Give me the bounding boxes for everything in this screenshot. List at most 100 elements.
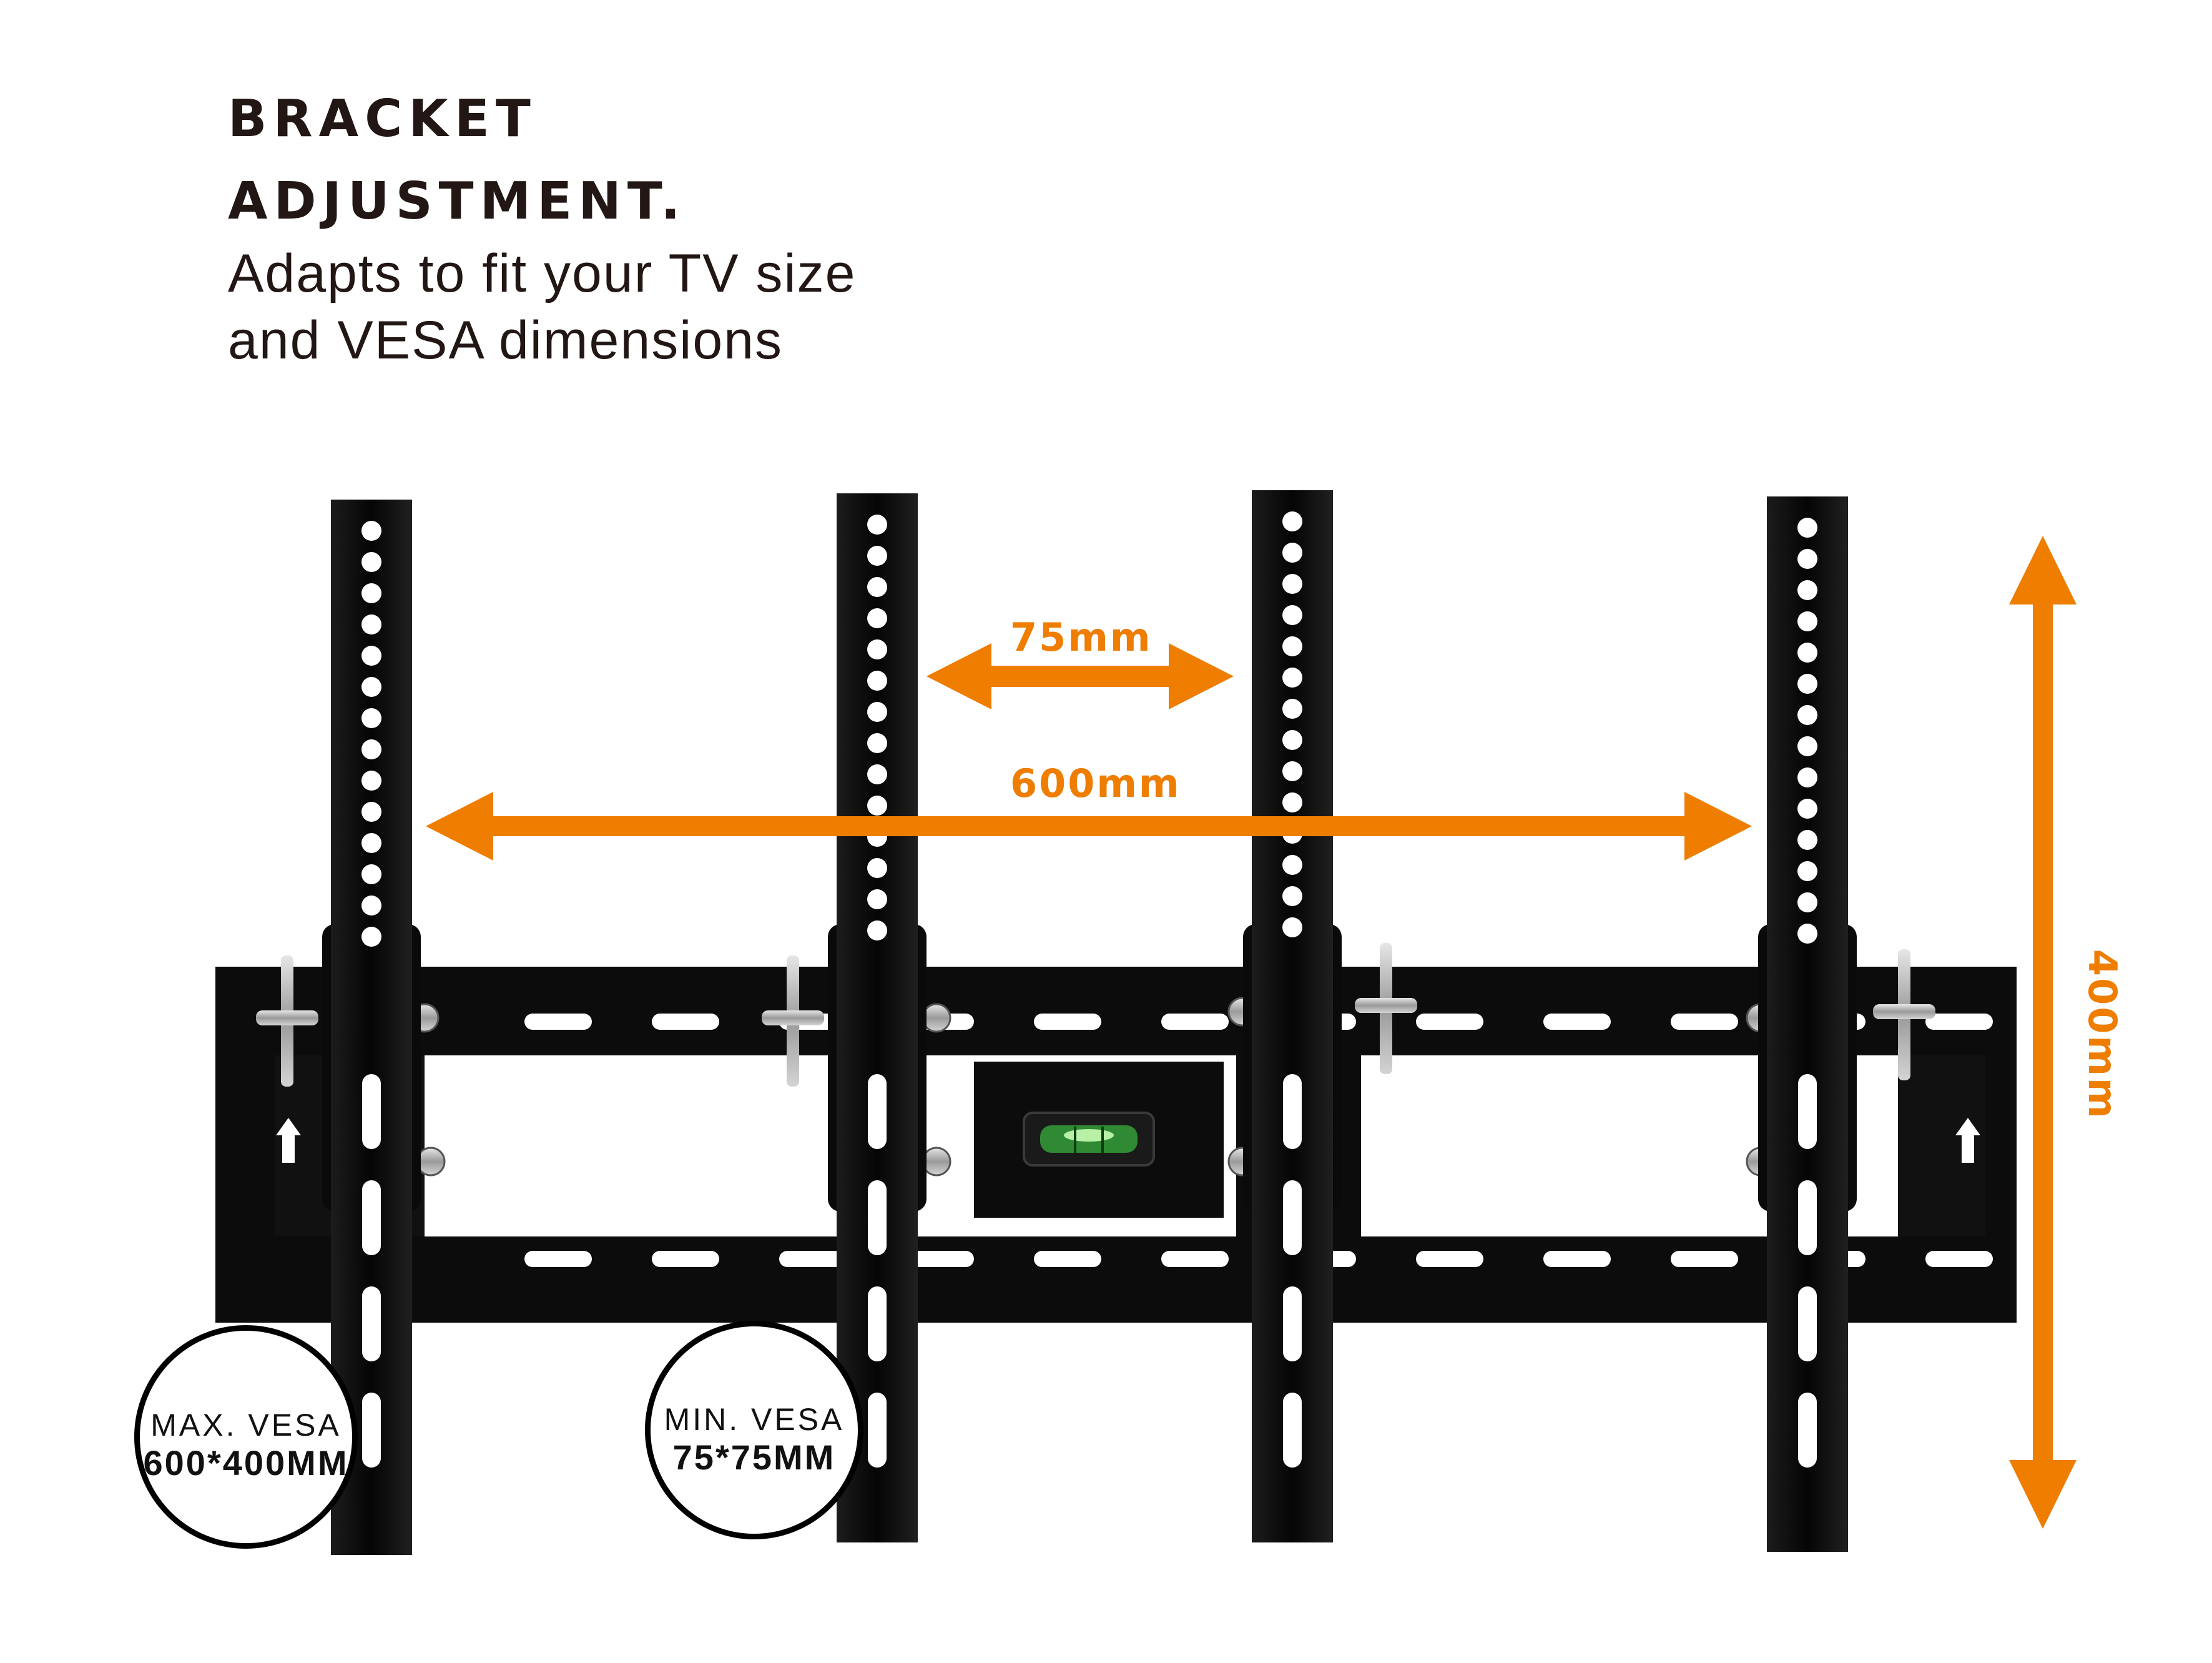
arm-hole <box>867 546 887 566</box>
arm-slot <box>1798 1393 1817 1468</box>
arm-hole <box>867 608 887 628</box>
heading-line-2: ADJUSTMENT. <box>228 172 687 231</box>
heading-line-1: BRACKET <box>228 89 537 149</box>
arm-hole <box>361 677 381 697</box>
arm-slot <box>362 1393 381 1468</box>
wall-plate-slot <box>1925 1014 1993 1030</box>
dimension-label-75mm: 75mm <box>1010 614 1153 660</box>
arm-hole <box>867 889 887 909</box>
arm-hole <box>361 833 381 853</box>
arm-slot <box>868 1286 887 1361</box>
arm-hole <box>1282 730 1302 750</box>
wall-plate-slot <box>907 1251 974 1267</box>
wall-plate-slot <box>1416 1251 1483 1267</box>
mounting-arm <box>322 500 421 1555</box>
arm-hole <box>867 671 887 691</box>
arm-hole <box>867 920 887 940</box>
arm-hole <box>361 708 381 728</box>
wall-plate-slot <box>1034 1251 1101 1267</box>
badge-min-vesa-label: MIN. VESA <box>664 1402 845 1437</box>
wall-plate-slot <box>1416 1014 1483 1030</box>
arm-hole <box>361 896 381 915</box>
arm-hole <box>867 702 887 722</box>
up-arrow-icon <box>1955 1118 1980 1163</box>
vertical-mounting-arms <box>322 490 1857 1555</box>
arm-hole <box>1797 705 1817 725</box>
arm-slot <box>868 1180 887 1255</box>
pin-icon <box>1873 1004 1935 1019</box>
badge-max-vesa-value: 600*400MM <box>143 1443 349 1483</box>
arm-hole <box>361 739 381 759</box>
arm-hole <box>1282 605 1302 625</box>
arm-slot <box>362 1286 381 1361</box>
arm-hole <box>1282 917 1302 937</box>
arm-hole <box>867 515 887 535</box>
wall-plate-slot <box>1543 1014 1611 1030</box>
mounting-arm <box>1758 496 1857 1552</box>
wall-plate-slot <box>1925 1251 1993 1267</box>
wall-plate-slot <box>524 1251 592 1267</box>
wall-plate-slot <box>524 1014 592 1030</box>
arrow-600mm <box>426 792 1752 861</box>
pin-icon <box>762 1010 824 1025</box>
arm-hole <box>361 646 381 666</box>
wall-plate-slot <box>1161 1251 1229 1267</box>
wall-plate-slot <box>1543 1251 1611 1267</box>
arm-slot <box>1798 1074 1817 1149</box>
arm-hole <box>1797 861 1817 881</box>
arm-slot <box>868 1074 887 1149</box>
arm-hole <box>361 583 381 603</box>
arm-hole <box>361 802 381 822</box>
arm-hole <box>1797 611 1817 631</box>
dimension-label-600mm: 600mm <box>1010 761 1181 806</box>
arm-hole <box>1797 674 1817 694</box>
arm-hole <box>867 733 887 753</box>
bolt-icon <box>416 1147 446 1177</box>
arm-slot <box>1283 1074 1302 1149</box>
up-arrow-icon <box>276 1118 301 1163</box>
arm-hole <box>1282 668 1302 688</box>
arm-hole <box>1797 892 1817 912</box>
arm-hole <box>1282 699 1302 719</box>
arm-hole <box>1282 636 1302 656</box>
mounting-arm <box>828 493 927 1542</box>
arm-hole <box>361 614 381 634</box>
dimension-label-400mm: 400mm <box>2080 949 2125 1120</box>
arrow-75mm <box>927 643 1234 709</box>
pin-icon <box>256 1010 318 1025</box>
arm-slot <box>1283 1393 1302 1468</box>
wall-plate-slot <box>652 1014 719 1030</box>
arm-hole <box>1797 643 1817 663</box>
arm-hole <box>1797 924 1817 944</box>
arm-hole <box>1797 736 1817 756</box>
arm-hole <box>361 927 381 947</box>
arm-hole <box>1797 580 1817 600</box>
arm-hole <box>867 764 887 784</box>
subtitle-line-1: Adapts to fit your TV size <box>228 244 857 303</box>
arrow-400mm <box>2009 536 2077 1529</box>
subtitle-line-2: and VESA dimensions <box>228 310 783 370</box>
badge-max-vesa: MAX. VESA 600*400MM <box>134 1325 358 1549</box>
arm-hole <box>1797 799 1817 819</box>
arm-hole <box>361 771 381 791</box>
arm-slot <box>1798 1286 1817 1361</box>
arm-hole <box>1282 761 1302 781</box>
wall-plate-slot <box>1034 1014 1101 1030</box>
arm-hole <box>1282 792 1302 812</box>
pin-icon <box>1355 998 1417 1013</box>
arm-slot <box>868 1393 887 1468</box>
badge-min-vesa: MIN. VESA 75*75MM <box>645 1321 863 1539</box>
arm-hole <box>361 552 381 572</box>
arm-slot <box>362 1180 381 1255</box>
arm-hole <box>1797 767 1817 787</box>
arm-hole <box>361 864 381 884</box>
wall-plate-slot <box>1671 1014 1738 1030</box>
badge-max-vesa-label: MAX. VESA <box>150 1408 342 1443</box>
bubble-level-icon <box>1023 1112 1155 1167</box>
arm-hole <box>1797 549 1817 569</box>
arm-hole <box>1282 574 1302 594</box>
mounting-arm <box>1243 490 1342 1542</box>
arm-hole <box>867 796 887 816</box>
